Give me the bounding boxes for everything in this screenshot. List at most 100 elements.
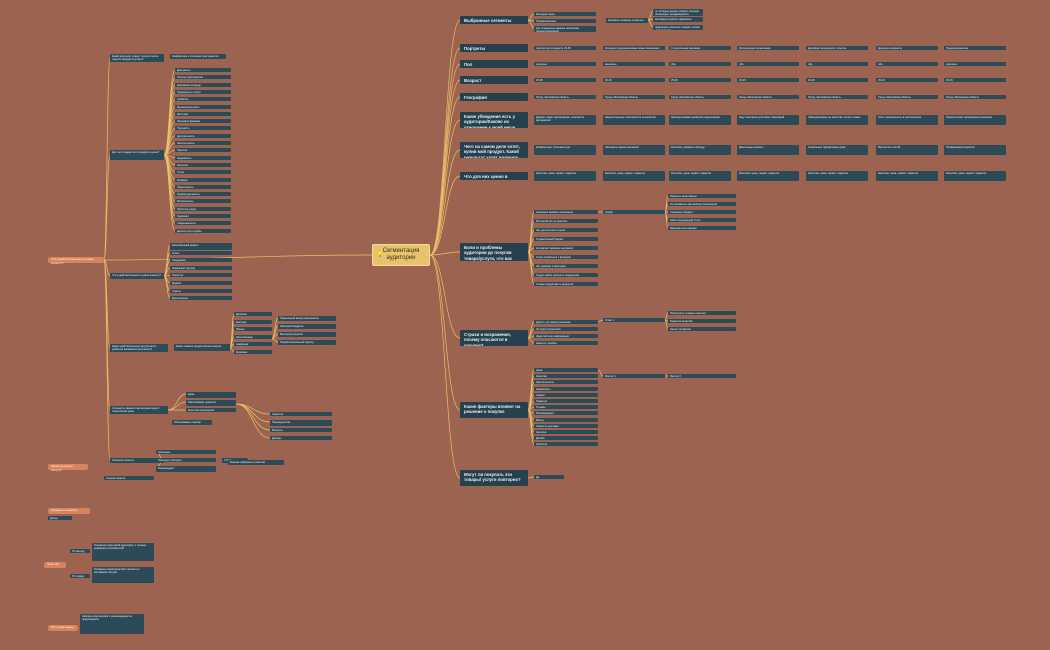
left-branch5-note[interactable]: Вопросы	[270, 428, 332, 432]
left-branch2-item[interactable]: Экономия времени	[175, 119, 231, 124]
left-branch2[interactable]: Для чего людям этого продукта нужно?	[110, 150, 164, 160]
left-branch5-item[interactable]: Обоснование ценности	[186, 400, 236, 406]
section-beliefs[interactable]: Какие убеждения есть у аудитории/Каково …	[460, 112, 528, 128]
geo-item[interactable]: Город, Московская область	[944, 95, 1006, 99]
left-branch5-subtitle[interactable]: Обоснование и выбор	[172, 420, 212, 425]
left-branch2-item[interactable]: Уютное пространство	[175, 75, 231, 80]
factors-item[interactable]: Экологичность	[534, 380, 598, 385]
selected-segments-subtitle[interactable]: Целевые основные сегменты	[606, 18, 648, 23]
portraits-item[interactable]: Дизайнер интерьеров с опытом	[806, 46, 868, 50]
left-branch2-item[interactable]: Простота ухода	[175, 206, 231, 211]
geo-item[interactable]: Город, Московская область	[876, 95, 938, 99]
age-item[interactable]: 25-35	[534, 78, 596, 82]
section-repeat[interactable]: Могут ли покупать эти товары/ услуги пов…	[460, 470, 528, 486]
fears-item[interactable]: Недостаточно информации	[534, 334, 598, 338]
factors-note[interactable]: Фактор 2	[668, 374, 736, 378]
left-branch2-item[interactable]: Экологичность	[175, 141, 231, 145]
wants-item[interactable]: Уникальное оформление дома	[806, 145, 868, 155]
selected-segment-item[interactable]: Профессионалы	[534, 19, 596, 23]
section-problems[interactable]: Боли и проблемы аудитории до покупки тов…	[460, 243, 528, 261]
outline-stage[interactable]: Этап ЦА	[44, 562, 66, 568]
beliefs-item[interactable]: Хотят уникальность в пространстве	[876, 115, 938, 125]
gender-item[interactable]: мужчины	[534, 62, 596, 66]
section-age[interactable]: Возраст	[460, 76, 528, 84]
left-branch3-item[interactable]: Простота	[170, 273, 232, 278]
factors-item[interactable]: Бренд	[534, 417, 598, 422]
section-geo[interactable]: География	[460, 93, 528, 101]
left-branch3[interactable]: Что в действительности нужно клиенту?	[110, 273, 164, 279]
left-branch2-item[interactable]: Практичность	[175, 184, 231, 189]
selected-segment-item[interactable]: Нет специально данных наполнены (конкрет…	[534, 26, 596, 32]
left-branch4-note[interactable]: Правильный выбор материалов	[278, 316, 336, 321]
left-branch2-item[interactable]: Удобство	[175, 97, 231, 102]
factors-item[interactable]: Надёжность	[534, 386, 598, 391]
problems-item[interactable]: Беспокойство за качество	[534, 219, 598, 223]
factors-item[interactable]: Дизайн	[534, 436, 598, 441]
problems-note[interactable]: Найти подходящий стиль	[668, 218, 736, 222]
beliefs-item[interactable]: Сфокусированы на качестве, строят планы	[806, 115, 868, 125]
factors-item[interactable]: Отзывы	[534, 405, 598, 410]
problems-item[interactable]: Нет доверия к мастерам	[534, 264, 598, 268]
left-branch6-item[interactable]: Покупают повторно	[156, 458, 216, 462]
gender-item[interactable]: женщины	[603, 62, 665, 66]
beliefs-item[interactable]: Предпочитают проверенные решения	[944, 115, 1006, 125]
portraits-item[interactable]: Архитектор в возрасте 25-35	[534, 46, 596, 50]
left-branch4-subtitle[interactable]: Какое главное предпочтение клиента	[174, 344, 230, 351]
stage-note[interactable]: Основные характеристики сегмента и мотив…	[92, 567, 154, 583]
left-branch6-note[interactable]: Больше избранных клиентов	[228, 460, 284, 465]
fears-note[interactable]: Гарантия качества	[668, 319, 736, 323]
left-branch2-item[interactable]: Дом мечты	[175, 68, 231, 72]
beliefs-item[interactable]: Нерешительные, беспокоятся за качество	[603, 115, 665, 125]
portraits-item[interactable]: Молодая предприимчивая семья переживает …	[603, 46, 665, 50]
wants-item[interactable]: Качество, доверие к бренду	[669, 145, 731, 155]
problems-subtitle[interactable]: Одобр	[603, 210, 665, 214]
outline-results[interactable]: Какой результат получит	[48, 464, 88, 472]
factors-item[interactable]: Сервис	[534, 392, 598, 397]
left-branch6-item[interactable]: Рекомендуют	[156, 466, 216, 472]
left-branch1-item[interactable]: Комфортное и стильное пространство	[170, 54, 226, 59]
outline-final[interactable]: Итоговый вывод	[48, 625, 78, 631]
left-branch5-note[interactable]: Гарантия	[270, 412, 332, 416]
factors-subtitle[interactable]: Фактор 1	[603, 374, 665, 378]
portraits-item[interactable]: Строительная компания	[669, 46, 731, 50]
age-item[interactable]: 25-60	[669, 78, 731, 82]
selected-segment-item[interactable]: Молодые люди	[534, 12, 596, 16]
left-branch6-item[interactable]: Лояльные	[156, 450, 216, 454]
beliefs-item[interactable]: Ищут мастеров для своих пожеланий	[737, 115, 799, 125]
beliefs-item[interactable]: Заинтересованы выбором предложения	[669, 115, 731, 125]
wants-item[interactable]: Экономить время на ремонт	[603, 145, 665, 155]
outline-segments[interactable]: Целевые сегменты	[48, 508, 90, 514]
age-item[interactable]: 30-45	[806, 78, 868, 82]
root-node[interactable]: 💡 Сегментация аудитории	[372, 244, 430, 266]
problems-note[interactable]: Покупать качественно	[668, 194, 736, 198]
fears-item[interactable]: Не будет результата	[534, 327, 598, 331]
left-branch6[interactable]: Хорошие клиенты	[110, 458, 164, 463]
factors-item[interactable]: Гарантия	[534, 399, 598, 403]
section-factors[interactable]: Какие факторы влияют на решение о покупк…	[460, 402, 528, 418]
values-item[interactable]: Качество, цена, сервис, гарантия	[669, 171, 731, 181]
wants-item[interactable]: Проверенный результат	[944, 145, 1006, 155]
problems-note[interactable]: Не ошибаться при выборе материалов	[668, 202, 736, 206]
factors-item[interactable]: Рекомендации	[534, 411, 598, 416]
values-item[interactable]: Качество, цена, сервис, гарантия	[603, 171, 665, 181]
problems-item[interactable]: Не хватает времени на ремонт	[534, 246, 598, 250]
left-branch5[interactable]: Стоимость заказа и как аргументирует / т…	[110, 406, 168, 414]
problems-item[interactable]: Трудно найти хорошего подрядчика	[534, 273, 598, 277]
section-portraits[interactable]: Портреты	[460, 44, 528, 52]
final-note[interactable]: Запросы покупателей и рекомендации по пр…	[80, 614, 144, 634]
fears-subtitle[interactable]: Ответ 1	[603, 318, 665, 322]
gender-item[interactable]: оба	[737, 62, 799, 66]
section-fears[interactable]: Страхи и возражения, почему опасаются в …	[460, 330, 528, 346]
left-branch3-item[interactable]: Бюджет	[170, 281, 232, 285]
factors-item[interactable]: Наличие	[534, 430, 598, 434]
values-item[interactable]: Качество, цена, сервис, гарантия	[876, 171, 938, 181]
results-sub[interactable]: Оценка клиента	[104, 476, 154, 480]
gender-item[interactable]: оба	[806, 62, 868, 66]
left-branch3-item[interactable]: Вдохновение	[170, 296, 232, 301]
problems-item[interactable]: Неумение выбрать материалы	[534, 210, 598, 214]
left-branch2-item[interactable]: Качество	[175, 162, 231, 167]
left-branch4-item[interactable]: Проще	[234, 327, 272, 331]
factors-item[interactable]: Скорость доставки	[534, 423, 598, 428]
segments-sub[interactable]: Доход	[48, 516, 72, 520]
left-branch2-item[interactable]: Современность	[175, 221, 231, 226]
